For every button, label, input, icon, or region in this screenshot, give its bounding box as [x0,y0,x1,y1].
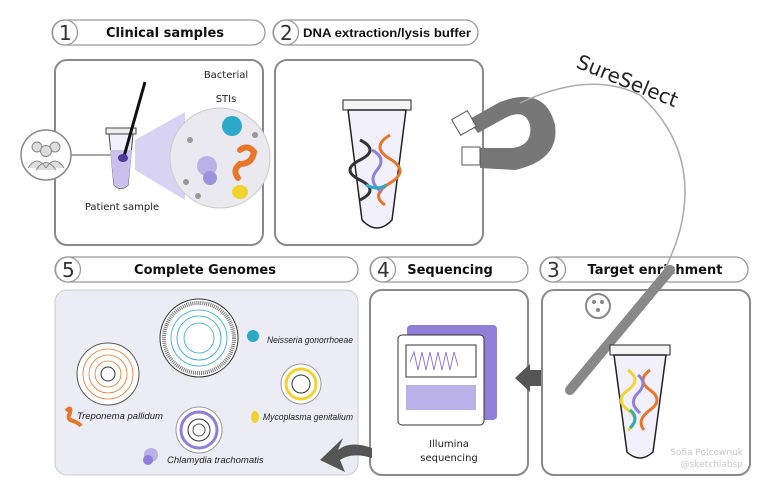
panel-target-enrichment: Sofia Polcownuk @sketchlabsp [541,265,751,476]
sequencer-icon [397,325,497,426]
stis-label: STIs [216,94,237,105]
panel-sequencing: Illumina sequencing [369,289,529,476]
step-3-header: 3 Target enrichment [539,256,749,283]
illumina-label-line1: Illumina [429,439,469,450]
svg-text:4: 4 [377,258,390,282]
sureselect-probe-rod-icon [565,265,675,395]
step-3-title: Target enrichment [588,263,723,278]
illumina-label-line2: sequencing [420,453,478,464]
step-5-title: Complete Genomes [134,263,276,278]
step-2-header: 2 DNA extraction/lysis buffer [272,19,479,46]
patient-sample-label: Patient sample [85,202,159,213]
genome-label-neisseria: Neisseria gonorrhoeae [267,335,353,346]
mycoplasma-genome-icon [251,363,322,423]
extraction-tube-icon [342,99,412,229]
bacteria-magnified-icon [169,107,271,209]
step-4-title: Sequencing [407,263,493,278]
sample-tube-icon [105,81,147,189]
svg-text:3: 3 [547,258,560,282]
svg-text:2: 2 [280,21,293,45]
watermark-handle: @sketchlabsp [681,460,744,470]
step-5-header: 5 Complete Genomes [54,256,359,283]
neisseria-genome-icon [159,298,259,378]
chlamydia-genome-icon [143,406,223,465]
bacterial-label: Bacterial [204,70,248,81]
genome-label-mycoplasma: Mycoplasma genitalium [263,412,353,423]
panel-dna-extraction [274,59,484,246]
step-2-title: DNA extraction/lysis buffer [303,26,471,40]
step-1-title: Clinical samples [106,26,224,41]
patients-icon [20,129,72,181]
genome-label-treponema: Treponema pallidum [77,411,163,422]
sureselect-label: SureSelect [573,50,681,112]
magnet-icon [451,96,556,170]
watermark-author: Sofia Polcownuk [670,448,744,458]
step-4-header: 4 Sequencing [369,256,529,283]
arrow-3-to-4 [515,364,545,392]
genome-label-chlamydia: Chlamydia trachomatis [167,455,264,466]
panel-complete-genomes: Neisseria gonorrhoeae Treponema pallidum… [54,289,359,476]
step-1-header: 1 Clinical samples [51,19,266,46]
arrow-4-to-5 [320,438,372,472]
svg-text:5: 5 [62,258,75,282]
panel-clinical-samples: Bacterial STIs Patient sample [20,59,271,246]
svg-text:1: 1 [59,21,72,45]
treponema-genome-icon [64,342,140,428]
enrichment-tube-icon [609,344,671,459]
